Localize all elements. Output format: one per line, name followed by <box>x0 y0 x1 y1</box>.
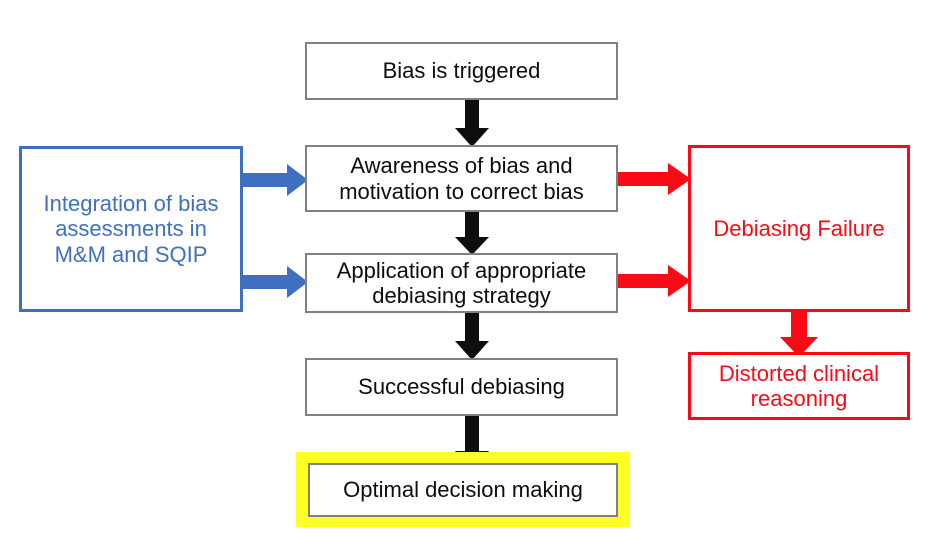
node-bias-triggered-label: Bias is triggered <box>382 58 541 84</box>
node-integration-of-bias-assessments: Integration of bias assessments in M&M a… <box>19 146 243 312</box>
arrow-application-to-debiasing-failure <box>616 265 692 297</box>
node-optimal-label: Optimal decision making <box>343 477 583 503</box>
node-successful-label: Successful debiasing <box>358 374 565 400</box>
arrow-debiasing-failure-to-distorted <box>778 310 820 358</box>
node-integration-label: Integration of bias assessments in M&M a… <box>43 191 219 267</box>
node-distorted-clinical-reasoning: Distorted clinical reasoning <box>688 352 910 420</box>
node-application-of-strategy: Application of appropriate debiasing str… <box>305 253 618 313</box>
node-successful-debiasing: Successful debiasing <box>305 358 618 416</box>
node-optimal-decision-making: Optimal decision making <box>308 463 618 517</box>
arrow-bias-triggered-to-awareness <box>452 98 492 148</box>
arrow-integration-to-application <box>243 265 309 299</box>
node-debiasing-failure-label: Debiasing Failure <box>713 215 885 241</box>
node-distorted-label: Distorted clinical reasoning <box>718 360 880 411</box>
arrow-integration-to-awareness <box>243 163 309 197</box>
node-application-label: Application of appropriate debiasing str… <box>336 257 587 308</box>
arrow-application-to-successful <box>452 311 492 361</box>
arrow-awareness-to-application <box>452 210 492 256</box>
node-debiasing-failure: Debiasing Failure <box>688 145 910 312</box>
node-bias-triggered: Bias is triggered <box>305 42 618 100</box>
arrow-awareness-to-debiasing-failure <box>616 163 692 195</box>
node-awareness-label: Awareness of bias and motivation to corr… <box>339 153 584 204</box>
node-awareness-of-bias: Awareness of bias and motivation to corr… <box>305 145 618 212</box>
